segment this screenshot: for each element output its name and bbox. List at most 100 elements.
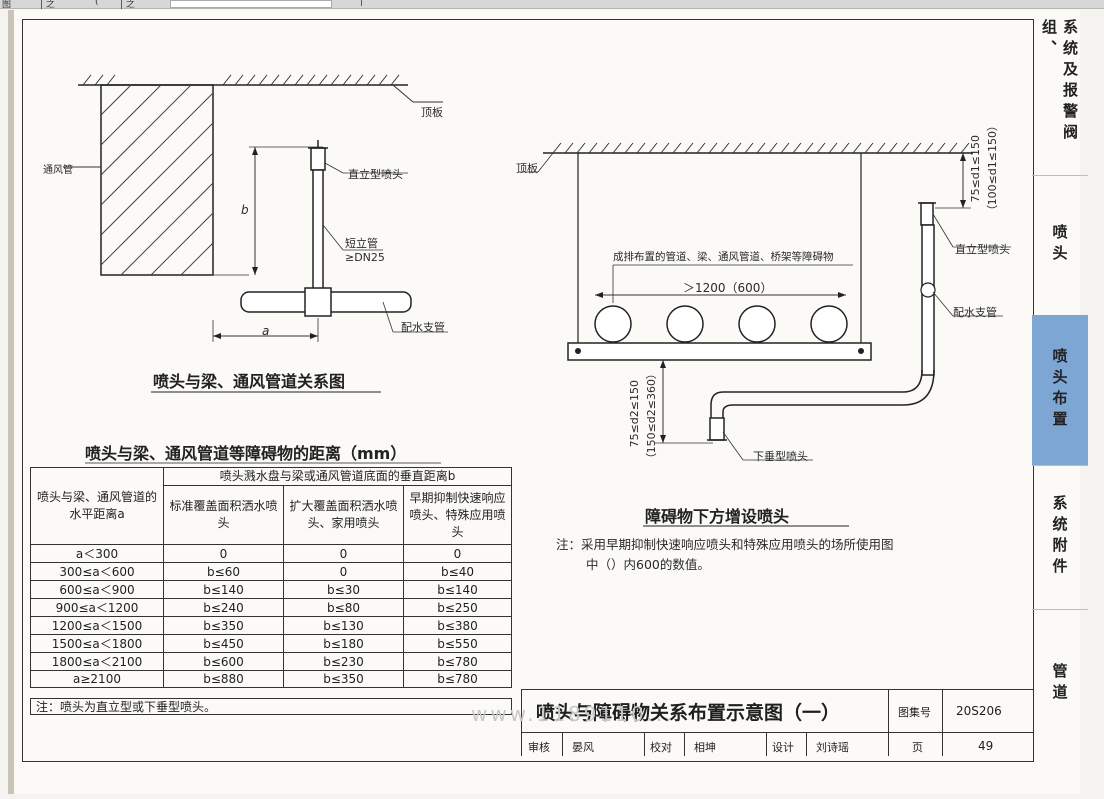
table-cell: 900≤a＜1200 [30, 598, 164, 617]
obstacles-label: 成排布置的管道、梁、通风管道、桥架等障碍物 [613, 251, 834, 263]
toolbar-fragment[interactable]: | 之 [40, 0, 55, 10]
table-note-border [30, 698, 512, 715]
table-cell: b≤550 [403, 634, 512, 653]
col-header: 早期抑制快速响应喷头、特殊应用喷头 [403, 485, 512, 545]
pendent-sprinkler-label: 下垂型喷头 [753, 450, 808, 463]
chapter-index: 系统及报警阀组、 喷头 喷头布置 系统附件 管道 [1032, 19, 1088, 760]
drawing-lines [63, 74, 1011, 527]
divider [562, 732, 563, 756]
drawing-title: 喷头与障碍物关系布置示意图（一） [536, 702, 841, 724]
toolbar-fragment[interactable]: ( [95, 0, 99, 7]
viewer-toolbar: 图 | 之 ( | 之 | [0, 0, 1104, 10]
distance-table: 喷头与梁、通风管道的水平距离a 喷头溅水盘与梁或通风管道底面的垂直距离b 标准覆… [30, 467, 512, 688]
divider [684, 732, 685, 756]
table-cell: b≤60 [163, 562, 284, 581]
table-cell: b≤450 [163, 634, 284, 653]
atlas-number: 20S206 [956, 704, 1002, 718]
table-cell: b≤600 [163, 652, 284, 671]
page-number: 49 [978, 739, 994, 753]
dimension-b: b [241, 203, 249, 217]
dimension-a: a [262, 324, 270, 338]
col-header: 扩大覆盖面积洒水喷头、家用喷头 [283, 485, 404, 545]
branch-pipe-label-2: 配水支管 [953, 306, 997, 319]
ceiling-label-2: 顶板 [516, 162, 538, 175]
diagram1-caption: 喷头与梁、通风管道关系图 [153, 372, 346, 391]
d2-dimension-alt: （150≤d2≤360） [645, 368, 658, 465]
divider [888, 690, 889, 756]
table-cell: b≤780 [403, 652, 512, 671]
checker-name: 相坤 [694, 741, 716, 754]
title-block: 喷头与障碍物关系布置示意图（一） 图集号 20S206 审核 晏风 校对 相坤 … [521, 689, 1034, 756]
table-cell: 0 [163, 544, 284, 563]
reviewer-name: 晏风 [572, 741, 594, 754]
table-cell: 1200≤a＜1500 [30, 616, 164, 635]
col-header: 标准覆盖面积洒水喷头 [163, 485, 284, 545]
duct-label: 通风管 [43, 165, 73, 176]
table-cell: 600≤a＜900 [30, 580, 164, 599]
row-header: 喷头与梁、通风管道的水平距离a [30, 467, 164, 545]
document-page: 顶板 通风管 直立型喷头 短立管 ≥DN25 配水支管 b a 喷头与梁、通风管… [8, 10, 1088, 794]
table-cell: b≤250 [403, 598, 512, 617]
table-cell: b≤130 [283, 616, 404, 635]
designer-name: 刘诗瑶 [816, 741, 849, 754]
table-cell: b≤140 [163, 580, 284, 599]
atlas-label: 图集号 [898, 706, 931, 719]
divider [942, 690, 943, 756]
table-cell: b≤240 [163, 598, 284, 617]
diagram2-note-line2: 中（）内600的数值。 [586, 557, 710, 572]
table-cell: 1500≤a＜1800 [30, 634, 164, 653]
table-cell: 300≤a＜600 [30, 562, 164, 581]
index-tab-pipes[interactable]: 管道 [1050, 663, 1069, 705]
check-label: 校对 [650, 741, 672, 754]
d1-dimension-alt: （100≤d1≤150） [986, 120, 999, 217]
d1-dimension: 75≤d1≤150 [969, 135, 982, 203]
table-cell: b≤380 [403, 616, 512, 635]
table-title: 喷头与梁、通风管道等障碍物的距离（mm） [85, 444, 407, 463]
watermark: www.1189110... [471, 702, 675, 726]
divider [766, 732, 767, 756]
upright-sprinkler-label: 直立型喷头 [348, 168, 403, 181]
index-tab-system-valves[interactable]: 系统及报警阀组、 [1032, 19, 1088, 176]
table-cell: b≤30 [283, 580, 404, 599]
table-cell: b≤140 [403, 580, 512, 599]
page-label: 页 [912, 741, 923, 754]
table-cell: 0 [403, 544, 512, 563]
table-cell: b≤780 [403, 670, 512, 688]
table-cell: b≤40 [403, 562, 512, 581]
table-cell: 1800≤a＜2100 [30, 652, 164, 671]
table-note: 注：喷头为直立型或下垂型喷头。 [36, 700, 217, 714]
divider [806, 732, 807, 756]
divider [644, 732, 645, 756]
index-tab-sprinkler-layout[interactable]: 喷头布置 [1032, 315, 1088, 466]
table-cell: 0 [283, 562, 404, 581]
drawing-frame: 顶板 通风管 直立型喷头 短立管 ≥DN25 配水支管 b a 喷头与梁、通风管… [22, 19, 1034, 762]
table-cell: 0 [283, 544, 404, 563]
group-header: 喷头溅水盘与梁或通风管道底面的垂直距离b [163, 467, 512, 486]
review-label: 审核 [528, 741, 550, 754]
table-cell: a＜300 [30, 544, 164, 563]
width-label: ＞1200（600） [683, 281, 773, 295]
riser-label: 短立管 [345, 237, 378, 250]
toolbar-fragment[interactable]: | [360, 0, 364, 7]
riser-size-label: ≥DN25 [345, 251, 385, 264]
ceiling-label: 顶板 [421, 106, 443, 119]
branch-pipe-label: 配水支管 [401, 321, 445, 334]
toolbar-input[interactable] [170, 0, 332, 8]
toolbar-fragment[interactable]: 图 [2, 0, 12, 10]
divider [522, 732, 1034, 733]
table-cell: b≤350 [163, 616, 284, 635]
index-tab-system-accessories[interactable]: 系统附件 [1032, 465, 1088, 610]
table-cell: a≥2100 [30, 670, 164, 688]
toolbar-fragment[interactable]: | 之 [120, 0, 135, 10]
upright-sprinkler-label-2: 直立型喷头 [955, 243, 1010, 256]
index-tab-sprinklers[interactable]: 喷头 [1032, 175, 1088, 316]
design-label: 设计 [772, 741, 794, 754]
